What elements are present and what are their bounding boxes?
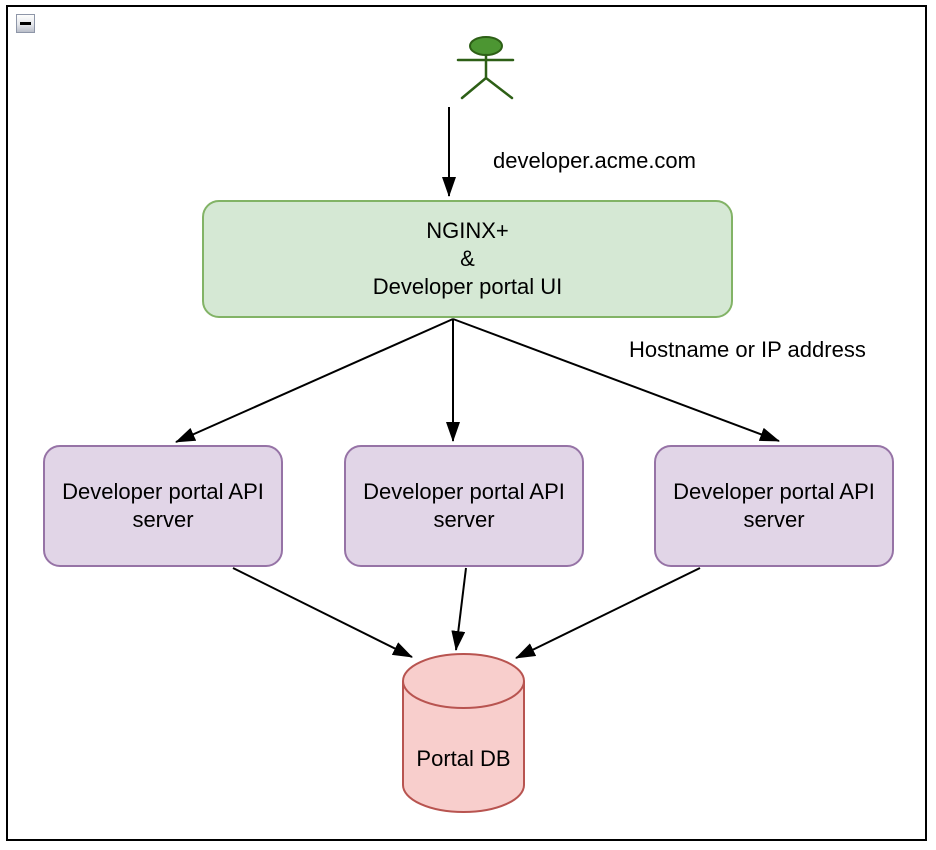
person-icon — [469, 36, 503, 56]
api-server-node-2[interactable]: Developer portal API server — [344, 445, 584, 567]
api-server-node-3[interactable]: Developer portal API server — [654, 445, 894, 567]
api-server-label: Developer portal API server — [62, 479, 264, 532]
edge-api-1-to-db[interactable] — [232, 567, 413, 658]
api-server-label: Developer portal API server — [363, 479, 565, 532]
edge-label-hostname[interactable]: Hostname or IP address — [629, 337, 866, 362]
api-server-node-1[interactable]: Developer portal API server — [43, 445, 283, 567]
group-border — [6, 5, 927, 841]
person-body — [456, 53, 515, 100]
edge-gateway-to-api-1[interactable] — [175, 318, 454, 443]
database-node[interactable] — [402, 653, 525, 813]
edge-gateway-to-api-3[interactable] — [452, 318, 780, 442]
database-label: Portal DB — [416, 746, 511, 771]
gateway-label: NGINX+ & Developer portal UI — [372, 218, 563, 299]
api-server-label: Developer portal API server — [673, 479, 875, 532]
database-cylinder-top — [402, 653, 525, 709]
edge-label-domain[interactable]: developer.acme.com — [493, 148, 696, 173]
collapse-group-button[interactable] — [16, 14, 35, 33]
database-cylinder-sides — [402, 681, 525, 785]
minus-icon — [20, 22, 31, 25]
user-actor-node[interactable] — [456, 36, 515, 100]
gateway-node[interactable]: NGINX+ & Developer portal UI — [202, 200, 733, 318]
edge-api-3-to-db[interactable] — [515, 567, 701, 659]
edge-api-2-to-db[interactable] — [451, 567, 467, 651]
